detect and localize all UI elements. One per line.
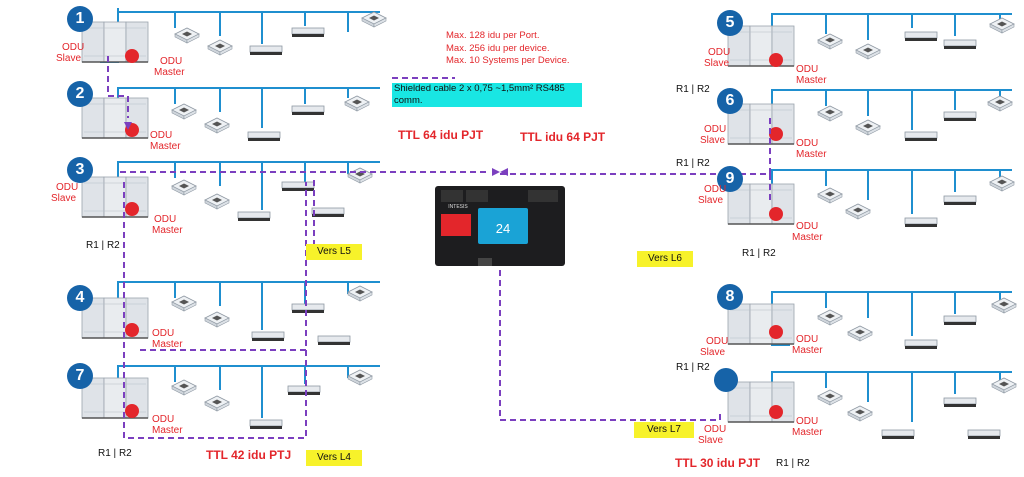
ttl-left-top: TTL 64 idu PJT xyxy=(398,128,484,142)
vers-l6: Vers L6 xyxy=(637,251,693,267)
cable-spec-line-2: comm. xyxy=(394,95,423,106)
odu-label: ODU xyxy=(56,182,79,193)
slave-label: Slave xyxy=(698,195,724,206)
master-label: Master xyxy=(154,67,185,78)
odu-label: ODU xyxy=(796,416,819,427)
vers-l7: Vers L7 xyxy=(634,422,694,438)
r1r2-label: R1 | R2 xyxy=(676,362,710,373)
odu-label: ODU xyxy=(704,124,727,135)
ttl-right-top: TTL idu 64 PJT xyxy=(520,130,606,144)
system-5 xyxy=(727,13,1015,67)
odu-label: ODU xyxy=(152,328,175,339)
system-badge-2: 2 xyxy=(67,81,93,107)
master-label: Master xyxy=(796,149,827,160)
system-badge-8: 8 xyxy=(717,284,743,310)
slave-label: Slave xyxy=(698,435,724,446)
note-line-3: Max. 10 Systems per Device. xyxy=(446,55,570,66)
r1r2-label: R1 | R2 xyxy=(676,158,710,169)
system-badge-7: 7 xyxy=(67,363,93,389)
ttl-right-bottom: TTL 30 idu PJT xyxy=(675,456,761,470)
r1r2-label: R1 | R2 xyxy=(776,458,810,469)
vers-l4: Vers L4 xyxy=(306,450,362,466)
odu-label: ODU xyxy=(796,334,819,345)
system-6 xyxy=(727,89,1013,145)
note-line-2: Max. 256 idu per device. xyxy=(446,42,550,54)
system-bottom-right xyxy=(714,368,1017,440)
odu-label: ODU xyxy=(708,47,731,58)
system-9 xyxy=(727,169,1015,228)
slave-label: Slave xyxy=(704,58,730,69)
odu-label: ODU xyxy=(704,424,727,435)
ttl-left-bottom: TTL 42 idu PTJ xyxy=(206,448,292,462)
r1r2-label: R1 | R2 xyxy=(676,84,710,95)
master-label: Master xyxy=(796,75,827,86)
slave-label: Slave xyxy=(700,347,726,358)
system-8 xyxy=(727,291,1017,350)
master-label: Master xyxy=(150,141,181,152)
cable-spec-line-1: Shielded cable 2 x 0,75 ~1,5mm² RS485 xyxy=(394,83,565,94)
odu-label: ODU xyxy=(154,214,177,225)
slave-label: Slave xyxy=(700,135,726,146)
odu-label: ODU xyxy=(152,414,175,425)
controller-brand: INTESIS xyxy=(448,204,468,210)
master-label: Master xyxy=(792,232,823,243)
odu-label: ODU xyxy=(796,64,819,75)
system-badge-6: 6 xyxy=(717,88,743,114)
vers-l5: Vers L5 xyxy=(306,244,362,260)
master-label: Master xyxy=(152,339,183,350)
odu-label: ODU xyxy=(704,184,727,195)
slave-label: Slave xyxy=(56,53,82,64)
system-2 xyxy=(81,87,380,142)
cable-spec: Shielded cable 2 x 0,75 ~1,5mm² RS485 co… xyxy=(392,83,582,107)
master-label: Master xyxy=(792,427,823,438)
odu-label: ODU xyxy=(796,138,819,149)
master-label: Master xyxy=(152,425,183,436)
system-badge-4: 4 xyxy=(67,285,93,311)
system-badge-3: 3 xyxy=(67,157,93,183)
master-label: Master xyxy=(152,225,183,236)
system-4 xyxy=(81,281,380,346)
system-3 xyxy=(81,161,380,222)
odu-label: ODU xyxy=(62,42,85,53)
odu-label: ODU xyxy=(796,221,819,232)
r1r2-label: R1 | R2 xyxy=(98,448,132,459)
r1r2-label: R1 | R2 xyxy=(86,240,120,251)
odu-label: ODU xyxy=(706,336,729,347)
system-badge-5: 5 xyxy=(717,10,743,36)
master-label: Master xyxy=(792,345,823,356)
slave-label: Slave xyxy=(51,193,77,204)
controller-temperature: 24 xyxy=(496,221,510,236)
odu-label: ODU xyxy=(150,130,173,141)
system-badge-1: 1 xyxy=(67,6,93,32)
rs485-bus xyxy=(107,56,771,439)
intesis-controller: 24 INTESIS xyxy=(435,186,565,266)
limits-notes: Max. 128 idu per Port. Max. 256 idu per … xyxy=(446,30,570,68)
system-badge-9: 9 xyxy=(717,166,743,192)
r1r2-label: R1 | R2 xyxy=(742,248,776,259)
system-7 xyxy=(81,365,380,430)
system-1 xyxy=(81,8,387,63)
note-line-1: Max. 128 idu per Port. xyxy=(446,30,540,41)
odu-label: ODU xyxy=(160,56,183,67)
